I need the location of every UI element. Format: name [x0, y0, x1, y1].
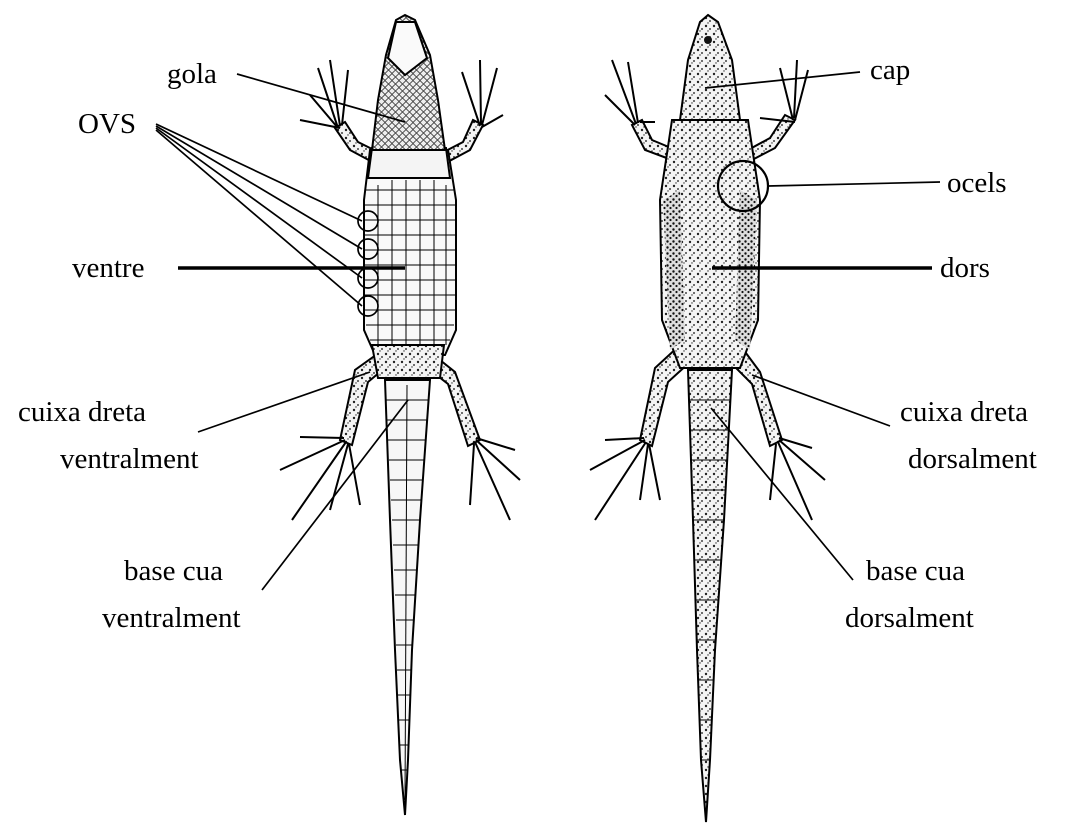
label-base-cua-dorsal-line1: base cua: [866, 555, 965, 587]
pointer-ovs-3: [156, 128, 362, 278]
label-cuixa-dorsal-line1: cuixa dreta: [900, 396, 1028, 428]
label-cuixa-ventral-line1: cuixa dreta: [18, 396, 146, 428]
pointer-ovs-2: [156, 126, 362, 249]
pointer-base-cua-ventral: [262, 400, 408, 590]
ventral-collar: [368, 148, 450, 178]
label-cuixa-ventral-line2: ventralment: [60, 443, 199, 475]
label-base-cua-dorsal-line2: dorsalment: [845, 602, 974, 634]
label-gola: gola: [167, 58, 217, 90]
label-ovs: OVS: [78, 108, 136, 140]
pointer-ocels: [768, 182, 940, 186]
label-cuixa-dorsal-line2: dorsalment: [908, 443, 1037, 475]
dorsal-head: [680, 15, 740, 120]
ventral-lizard-figure: [280, 15, 520, 815]
dorsal-tail: [688, 370, 732, 822]
label-dors: dors: [940, 252, 990, 284]
label-ocels: ocels: [947, 167, 1007, 199]
ventral-pelvis: [372, 345, 444, 378]
label-base-cua-ventral-line2: ventralment: [102, 602, 241, 634]
dorsal-lizard-figure: [590, 15, 825, 822]
pointer-base-cua-dorsal: [711, 408, 853, 580]
label-base-cua-ventral-line1: base cua: [124, 555, 223, 587]
ventral-tail: [385, 380, 430, 815]
pointer-ovs-4: [156, 130, 362, 306]
label-cap: cap: [870, 54, 910, 86]
label-ventre: ventre: [72, 252, 144, 284]
pointer-ovs-1: [156, 124, 362, 221]
dorsal-annotations: cap ocels dors cuixa dreta dorsalment ba…: [705, 54, 1037, 634]
dorsal-pineal-eye: [704, 36, 712, 44]
